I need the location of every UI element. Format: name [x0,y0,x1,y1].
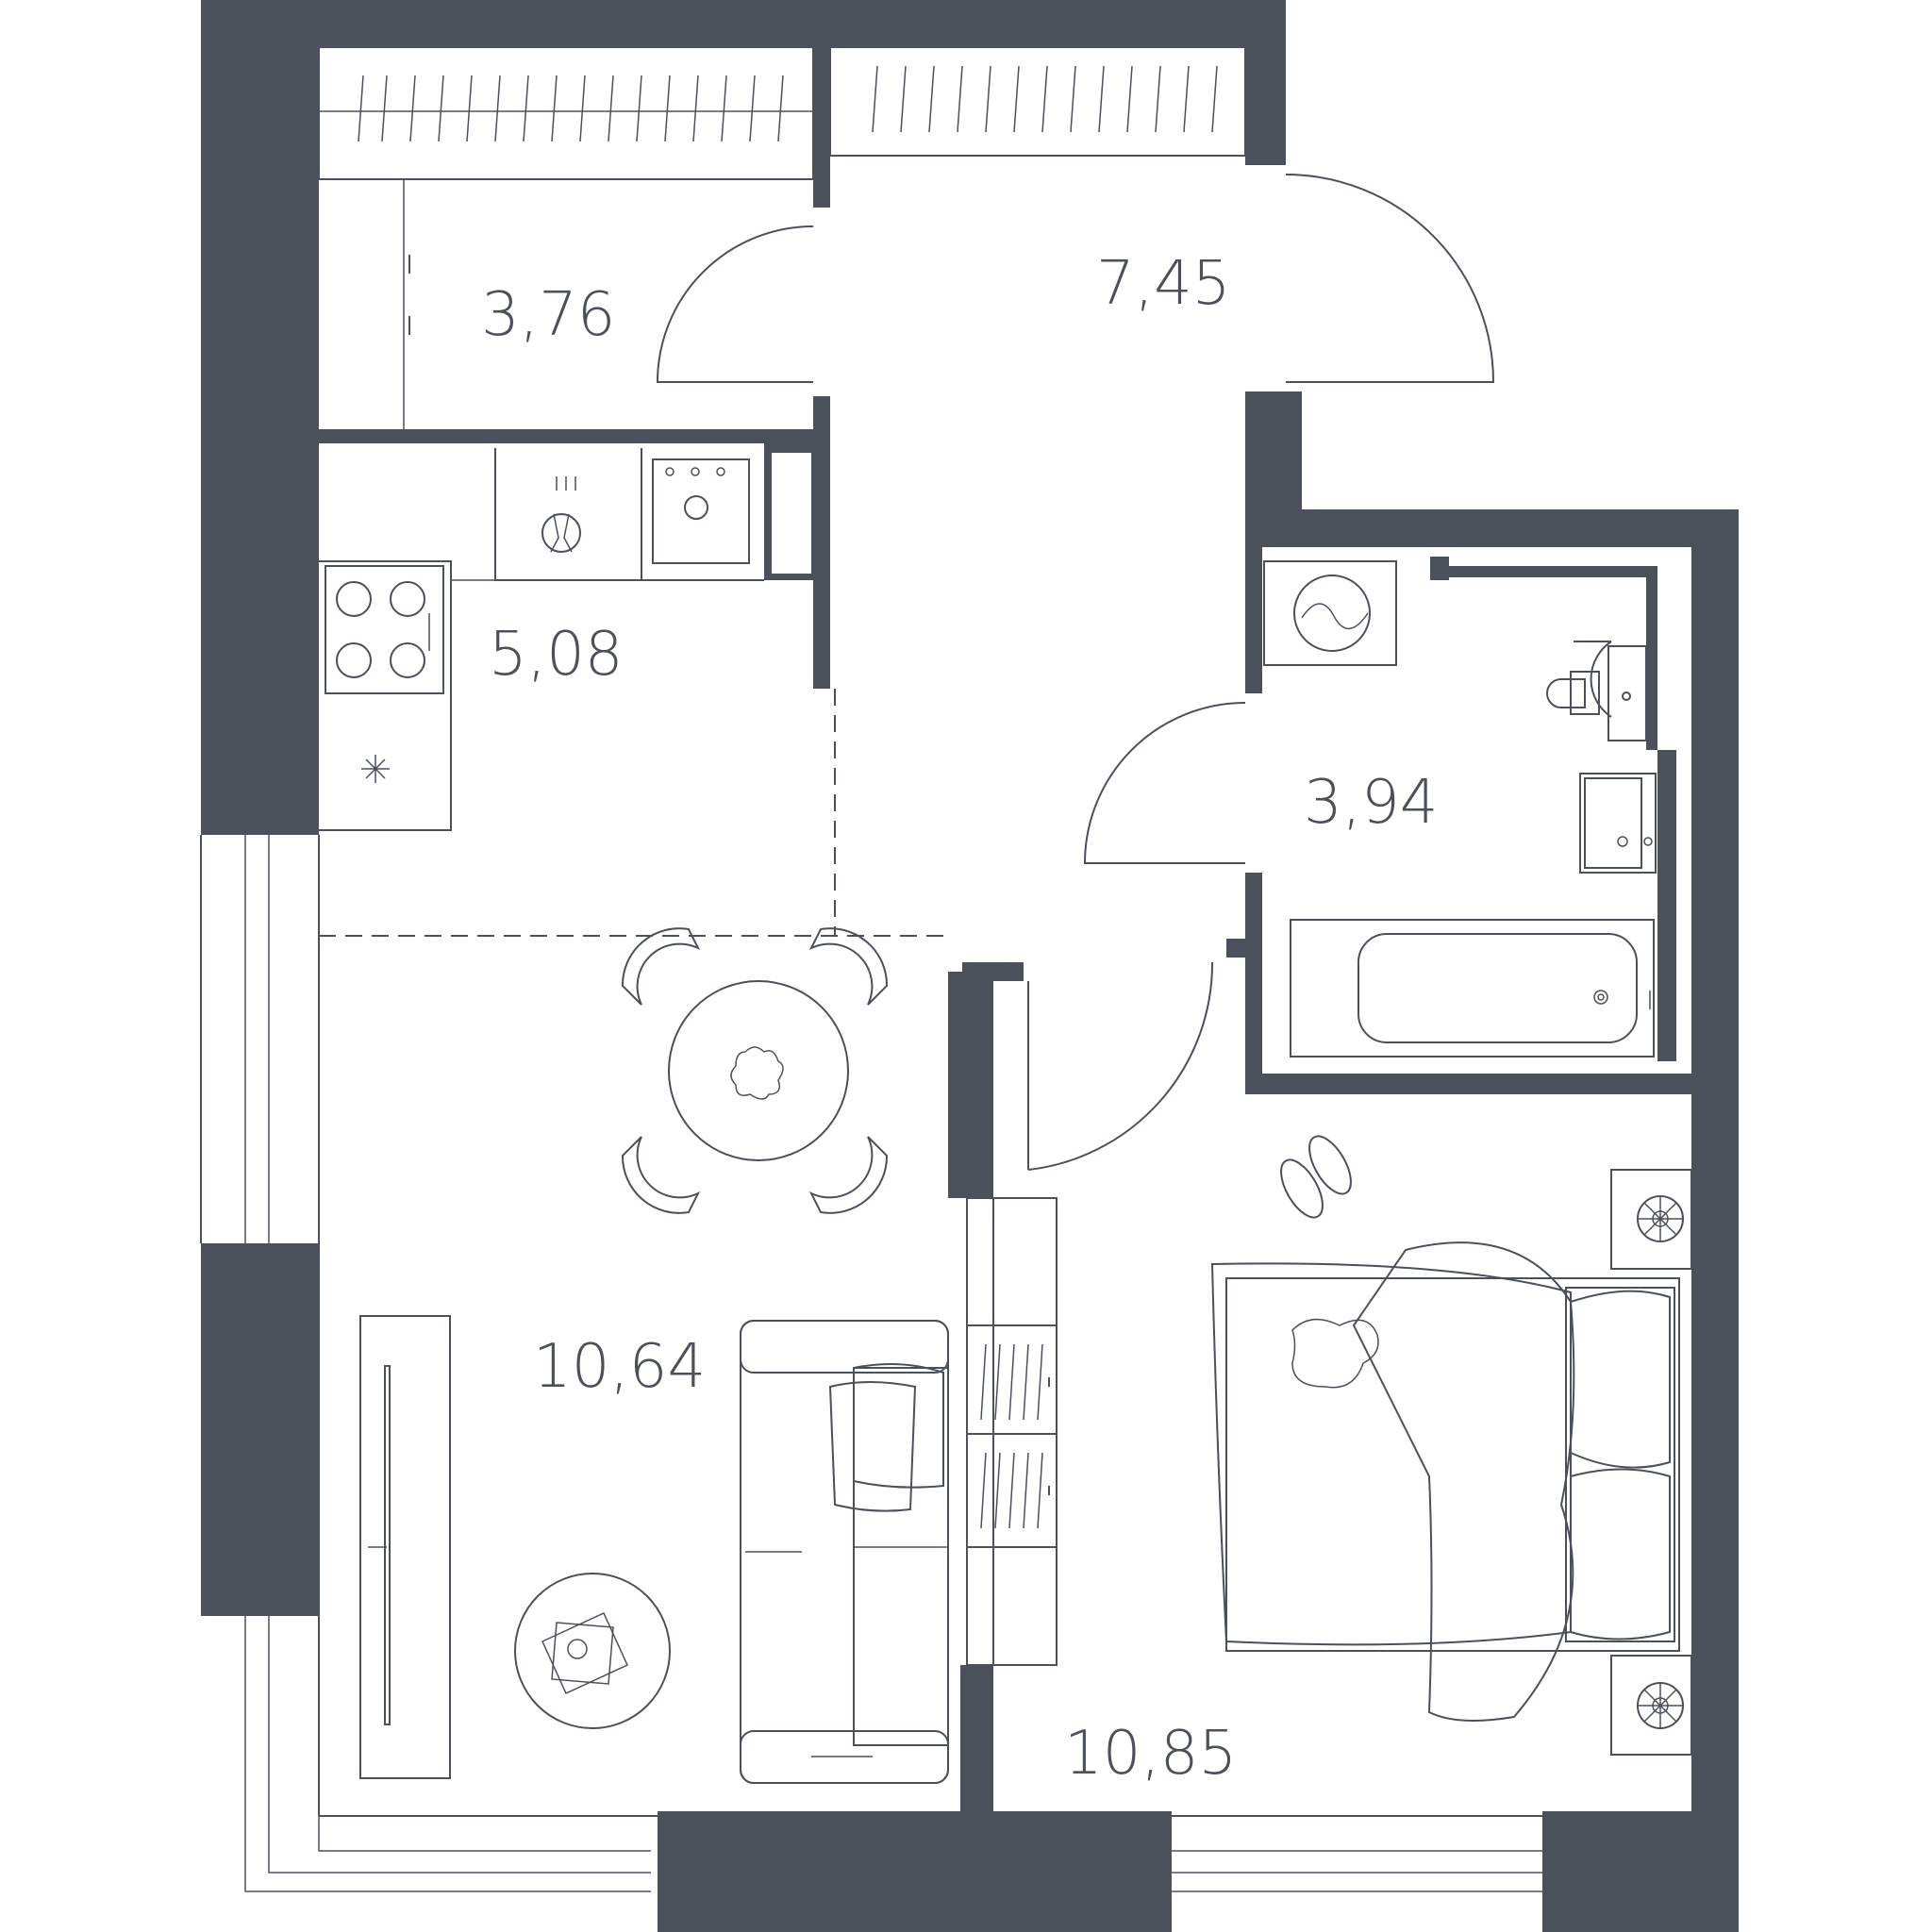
hallway-wardrobe-rail [872,65,1218,133]
nightstand-bottom-icon [1610,1655,1692,1756]
bedroom [966,961,1692,1817]
bathroom [1083,560,1657,1058]
area-label-kitchen: 5,08 [489,620,624,690]
dining-table-icon [621,927,889,1214]
slippers-icon [1280,1135,1352,1219]
area-label-living: 10,64 [533,1332,706,1402]
oven-icon [652,458,750,564]
kitchen [319,448,948,937]
bathtub-icon [1290,919,1655,1058]
storage-hanger-rail [358,75,784,142]
sofa-icon [740,1320,949,1784]
hallway [829,46,1495,383]
wardrobe-icon [966,1197,1058,1666]
extractor-icon [361,755,390,783]
living-room [318,927,949,1817]
kitchen-sink-icon [541,476,581,553]
area-label-bathroom: 3,94 [1304,768,1439,838]
coffee-table-icon [514,1573,671,1729]
area-label-hallway: 7,45 [1096,249,1231,319]
tv-unit-icon [359,1315,451,1779]
storage-room [318,46,814,429]
walls [201,0,1739,1932]
nightstand-top-icon [1610,1169,1692,1270]
washing-machine-icon [1263,560,1397,666]
area-label-storage: 3,76 [481,280,616,350]
bathroom-sink-icon [1579,773,1657,874]
area-label-bedroom: 10,85 [1064,1719,1237,1789]
bed-icon [1210,1241,1680,1722]
windows [200,835,1542,1892]
cooktop-icon [325,565,444,694]
toilet-icon [1546,641,1647,741]
area-labels: 3,76 7,45 5,08 3,94 10,64 10,85 [481,249,1439,1789]
